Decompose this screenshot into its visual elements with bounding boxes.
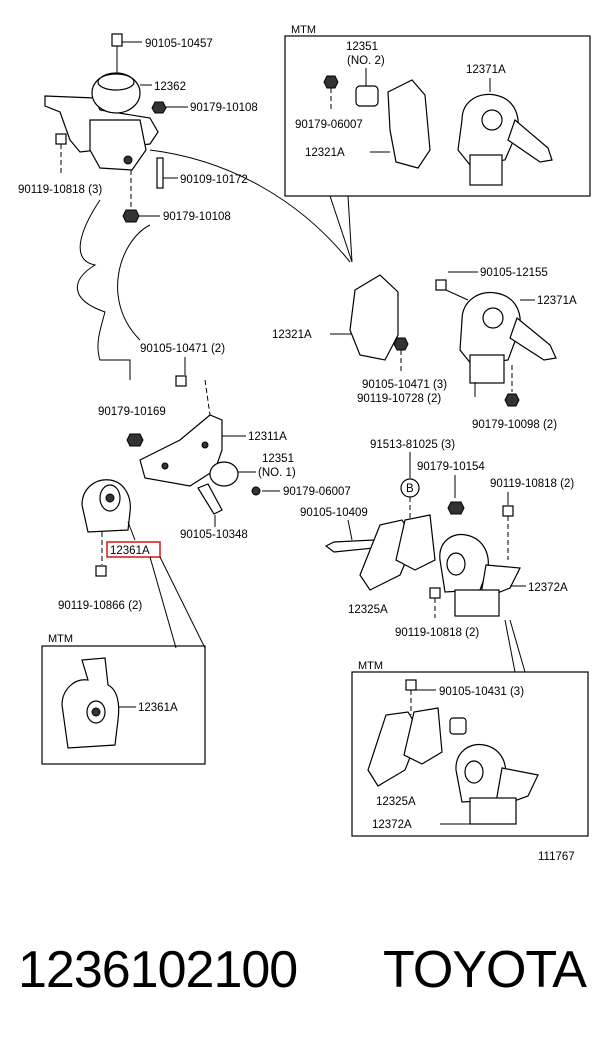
lower-right-mount-group: 91513-81025 (3) B 90179-10154 90119-1081… <box>300 439 574 673</box>
mtm-box-right: MTM 90105-10431 (3) 12325A 12372A <box>351 660 589 837</box>
label-90179-06007: 90179-06007 <box>283 486 351 498</box>
engine-outline <box>77 149 351 380</box>
label-12361A-box: 12361A <box>138 702 178 714</box>
nut-icon <box>251 486 261 496</box>
label-12372A-main: 12372A <box>528 582 568 594</box>
label-12371A-mid: 12371A <box>537 295 577 307</box>
label-12351-no2: 12351 <box>346 41 378 53</box>
mid-left-bracket-group: 90105-10471 (2) 90179-10169 12311A 12351… <box>98 343 351 541</box>
nut-icon <box>122 209 140 223</box>
footer: 1236102100 TOYOTA <box>0 940 600 1020</box>
label-12325A-main: 12325A <box>348 604 388 616</box>
bracket-icon <box>349 274 399 361</box>
engine-mount-icon <box>459 291 521 366</box>
label-90105-10348: 90105-10348 <box>180 529 248 541</box>
nut-icon <box>151 101 167 114</box>
label-90105-10431-3: 90105-10431 (3) <box>439 686 524 698</box>
rubber-cushion-icon <box>209 461 239 487</box>
label-12372A-box: 12372A <box>372 819 412 831</box>
label-90179-10169: 90179-10169 <box>98 406 166 418</box>
part-12361A-group: 12361A 90119-10866 (2) <box>58 479 206 649</box>
label-90179-10108-b: 90179-10108 <box>163 211 231 223</box>
label-90105-10471-2: 90105-10471 (2) <box>140 343 225 355</box>
label-90119-10818-3: 90119-10818 (3) <box>18 184 102 196</box>
rubber-cushion-icon <box>449 717 467 735</box>
bolt-icon <box>95 565 107 577</box>
label-12351-no1-sub: (NO. 1) <box>258 467 296 479</box>
parts-diagram: 90105-10457 12362 90179-10108 90119-1081… <box>18 24 591 863</box>
nut-icon <box>323 75 339 89</box>
bracket-icon <box>387 79 431 169</box>
mid-right-mount-group: 12321A 90105-12155 12371A 90105-10471 (3… <box>272 267 577 431</box>
stud-icon <box>156 157 164 189</box>
label-90119-10866-2: 90119-10866 (2) <box>58 600 142 612</box>
rubber-cushion-icon <box>355 85 379 107</box>
nut-icon <box>447 501 465 515</box>
label-90119-10728-2: 90119-10728 (2) <box>357 393 441 405</box>
mtm-box-title: MTM <box>48 633 73 645</box>
label-90109-10172: 90109-10172 <box>180 174 248 186</box>
label-12361A-main: 12361A <box>110 545 150 557</box>
bolt-icon <box>197 483 223 515</box>
label-90105-10471-3: 90105-10471 (3) <box>362 379 447 391</box>
bolt-icon <box>502 505 514 517</box>
highlight-box <box>106 541 161 558</box>
brand-name: TOYOTA <box>383 941 587 999</box>
nut-icon <box>126 433 144 447</box>
label-90105-12155: 90105-12155 <box>480 267 548 279</box>
label-12321A-mid: 12321A <box>272 329 312 341</box>
label-12325A-box: 12325A <box>376 796 416 808</box>
label-90119-10818-2a: 90119-10818 (2) <box>490 478 574 490</box>
nut-icon <box>393 337 409 351</box>
label-12321A-top: 12321A <box>305 147 345 159</box>
label-12351-no2-sub: (NO. 2) <box>347 55 385 67</box>
label-12311A: 12311A <box>248 431 287 443</box>
engine-mount-top-group: 90105-10457 12362 90179-10108 90119-1081… <box>18 33 258 223</box>
nut-icon <box>504 393 520 407</box>
figure-number: 111767 <box>538 851 575 863</box>
bolt-icon <box>324 539 375 553</box>
mtm-box-title: MTM <box>358 660 383 672</box>
bolt-icon <box>111 33 123 47</box>
label-90179-10154: 90179-10154 <box>417 461 485 473</box>
label-12362: 12362 <box>154 81 186 93</box>
label-90105-10409: 90105-10409 <box>300 507 368 519</box>
label-12371A-top: 12371A <box>466 64 506 76</box>
bolt-icon <box>435 279 447 291</box>
label-90179-10108-a: 90179-10108 <box>190 102 258 114</box>
label-90105-10457: 90105-10457 <box>145 38 213 50</box>
marker-b-label: B <box>406 483 414 495</box>
part-number: 1236102100 <box>18 941 298 999</box>
bolt-icon <box>55 133 67 145</box>
mtm-box-title: MTM <box>291 24 316 36</box>
label-90119-10818-2b: 90119-10818 (2) <box>395 627 479 639</box>
bolt-icon <box>175 375 187 387</box>
label-90179-06007-top: 90179-06007 <box>295 119 363 131</box>
mtm-box-left: MTM 12361A <box>41 633 206 765</box>
label-12351-no1: 12351 <box>262 453 294 465</box>
mount-bracket-icon <box>139 414 223 487</box>
label-90179-10098-2: 90179-10098 (2) <box>472 419 557 431</box>
bolt-icon <box>405 679 417 691</box>
bolt-icon <box>429 587 441 599</box>
mtm-box-top: MTM 12351 (NO. 2) 90179-06007 12321A 123… <box>284 24 591 263</box>
label-91513-81025-3: 91513-81025 (3) <box>370 439 455 451</box>
